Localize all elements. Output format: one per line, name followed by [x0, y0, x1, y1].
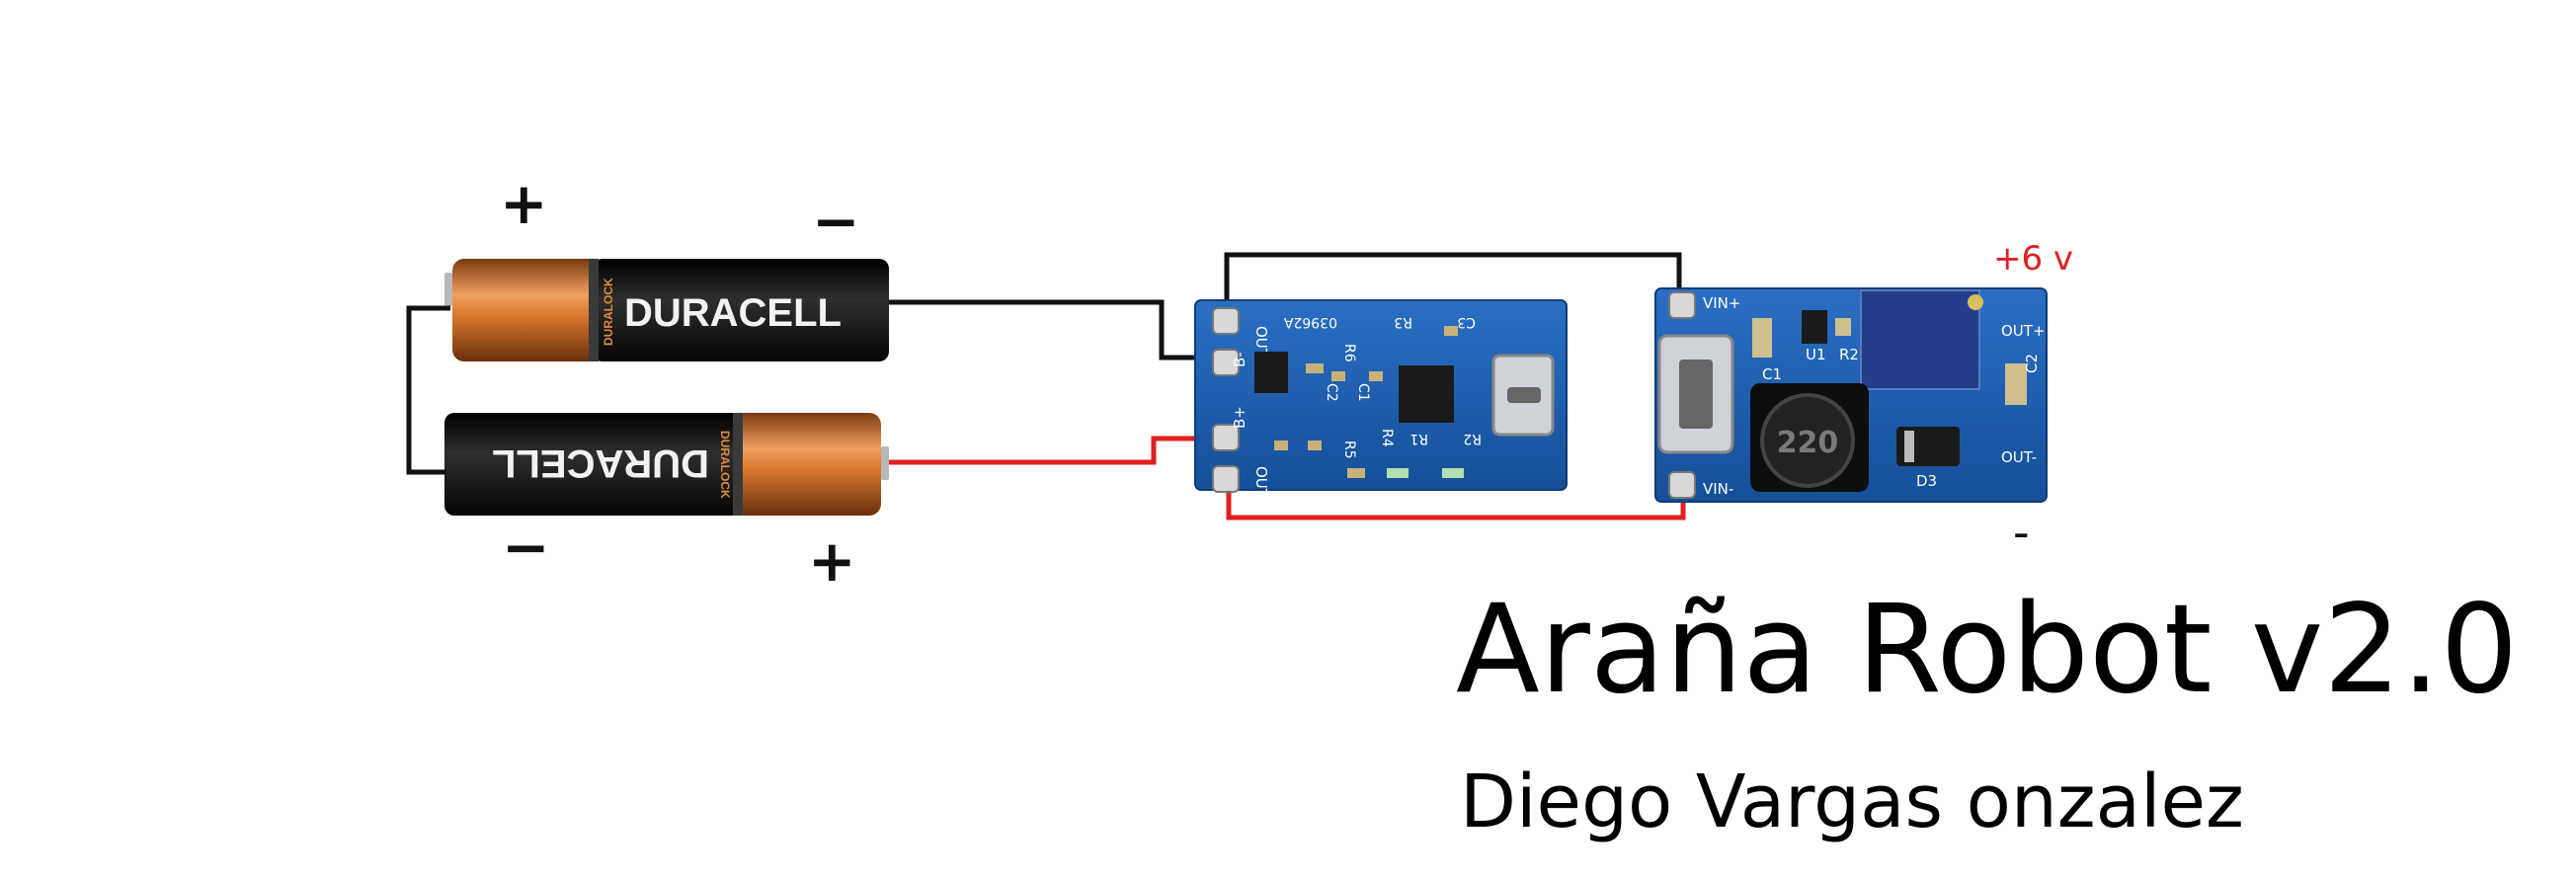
pin-label-out-minus-boost: OUT- — [2001, 448, 2037, 466]
pin-label-b-plus: B+ — [1231, 406, 1248, 429]
charger-part-c2: C2 — [1324, 383, 1339, 402]
boost-part-c2: C2 — [2023, 354, 2041, 373]
pad-vin-plus — [1668, 291, 1696, 319]
battery-bottom-plus-sign: + — [808, 527, 856, 595]
battery-top-subbrand: DURALOCK — [602, 278, 615, 346]
pad-b-minus — [1212, 349, 1240, 376]
charger-part-r5: R5 — [1341, 440, 1357, 459]
battery-top-minus-sign: − — [812, 188, 860, 255]
charger-part-r6: R6 — [1341, 344, 1357, 362]
page-title: Araña Robot v2.0 — [1456, 579, 2519, 721]
pin-label-vin-plus: VIN+ — [1703, 294, 1740, 312]
charger-part-r4: R4 — [1379, 429, 1395, 447]
charger-part-r1: R1 — [1409, 431, 1428, 446]
charger-module: OUT- B- B+ OUT+ 03962A R3 C3 R6 C1 C2 R5… — [1194, 299, 1568, 511]
battery-top: DURACELL DURALOCK — [444, 259, 889, 361]
wire-outplus-to-vinplus — [1226, 480, 1686, 521]
boost-part-d3: D3 — [1916, 472, 1937, 490]
battery-bottom: DURACELL DURALOCK — [444, 413, 889, 516]
wires — [406, 252, 1686, 521]
inductor — [1760, 393, 1855, 488]
charger-part-c1: C1 — [1355, 383, 1371, 402]
battery-bottom-minus-sign: − — [502, 514, 550, 581]
author-name: Diego Vargas onzalez — [1460, 760, 2244, 844]
pin-label-vin-minus: VIN- — [1703, 480, 1733, 498]
charger-part-r3: R3 — [1394, 314, 1412, 330]
pin-label-out-plus-boost: OUT+ — [2001, 322, 2046, 340]
charger-ic-main — [1399, 365, 1454, 423]
wire-outminus-to-vinminus — [1224, 252, 1682, 312]
boost-part-220: 220 — [1777, 426, 1839, 460]
pin-label-b-minus: B- — [1231, 352, 1248, 367]
charger-part-r2: R2 — [1463, 431, 1482, 446]
charger-ic-small — [1254, 352, 1288, 393]
wire-battery-series — [406, 305, 450, 475]
charger-part-c3: C3 — [1457, 314, 1476, 330]
wire-battery-to-bminus — [889, 299, 1225, 360]
output-voltage-label: +6 v — [1993, 239, 2074, 279]
battery-bottom-brand: DURACELL — [492, 441, 709, 485]
boost-part-r2: R2 — [1839, 346, 1859, 363]
battery-top-plus-sign: + — [500, 170, 548, 237]
pad-b-plus — [1212, 424, 1240, 451]
boost-part-c1: C1 — [1762, 365, 1782, 383]
battery-bottom-subbrand: DURALOCK — [718, 431, 732, 499]
pin-label-out-plus: OUT+ — [1252, 466, 1270, 511]
boost-module: VIN+ VIN- OUT+ OUT- 220 U1 R2 C1 C2 D3 — [1654, 287, 2048, 503]
pad-vin-minus — [1668, 471, 1696, 499]
output-minus-label: - — [2013, 506, 2030, 559]
pad-out-minus — [1212, 307, 1240, 335]
boost-part-u1: U1 — [1806, 346, 1826, 363]
wire-battery-to-bplus — [889, 436, 1225, 465]
charger-part-03962a: 03962A — [1283, 314, 1337, 330]
battery-top-brand: DURACELL — [624, 291, 842, 335]
pad-out-plus — [1212, 465, 1240, 493]
